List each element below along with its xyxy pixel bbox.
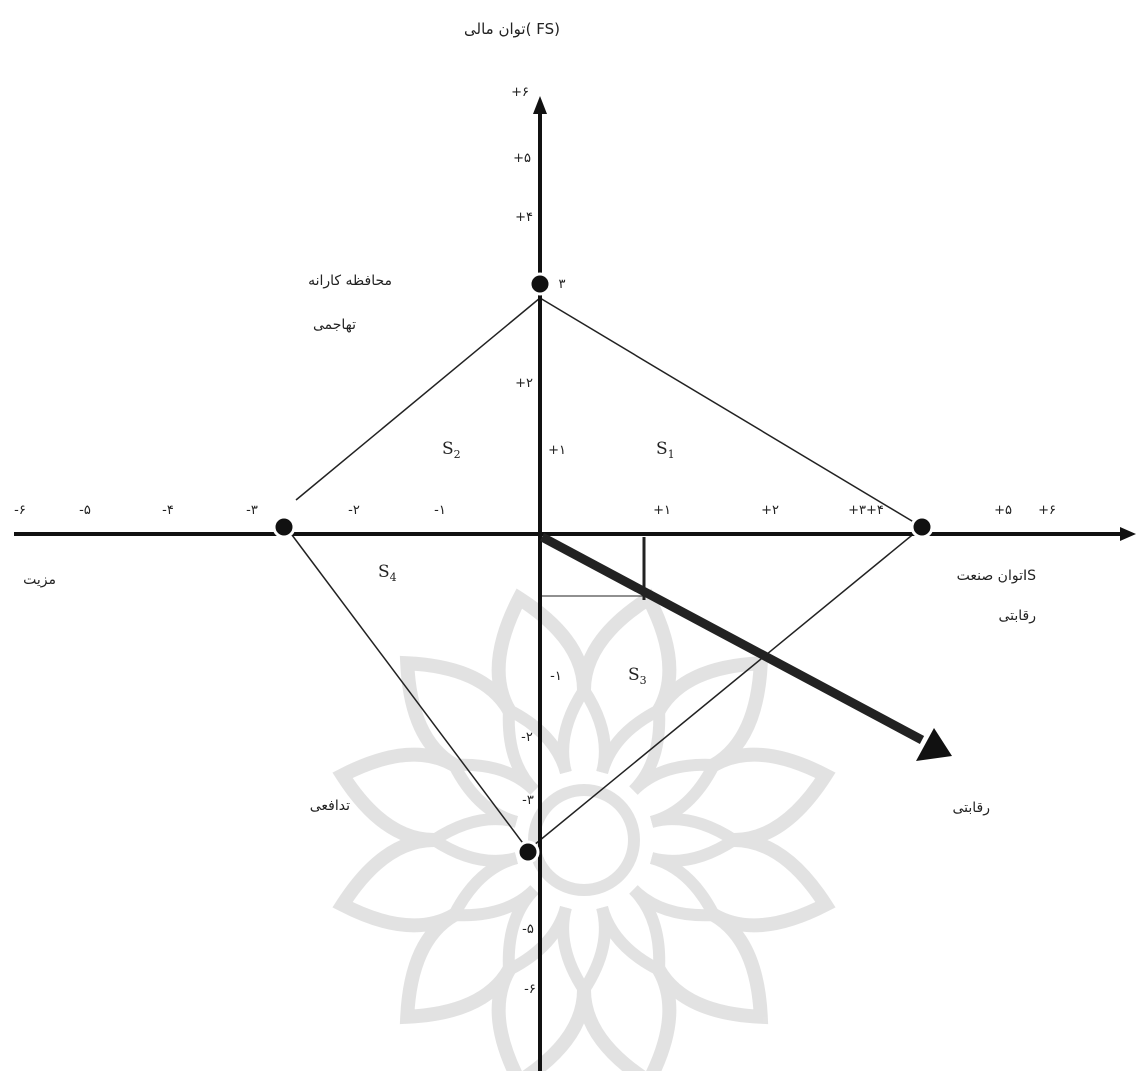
polygon-edge-bottom-left bbox=[285, 526, 529, 851]
polygon-edge-top-right bbox=[539, 297, 923, 528]
vertex-right bbox=[910, 515, 934, 539]
y-tick-p1: +۱ bbox=[548, 443, 566, 458]
x-tick-p2: +۲ bbox=[761, 503, 779, 518]
x-tick-n5: -۵ bbox=[79, 503, 91, 518]
region-s4: S4 bbox=[378, 562, 397, 584]
x-tick-n6: -۶ bbox=[14, 503, 26, 518]
y-tick-n1: -۱ bbox=[550, 669, 562, 684]
svg-text:S4: S4 bbox=[378, 562, 397, 584]
svg-text:S1: S1 bbox=[656, 439, 675, 461]
watermark-petal bbox=[557, 906, 611, 1001]
region-s3-sub: 3 bbox=[640, 674, 647, 687]
watermark-petal bbox=[423, 813, 518, 867]
x-tick-p6: +۶ bbox=[1038, 503, 1056, 518]
y-tick-p2: +۲ bbox=[515, 376, 533, 391]
region-s1-sub: 1 bbox=[668, 448, 675, 461]
x-axis-right-label-2: رقابتی bbox=[998, 608, 1036, 624]
y-tick-n3: -۳ bbox=[522, 793, 534, 808]
zone-conservative-label: محافظه کارانه bbox=[308, 273, 392, 289]
y-tick-n6: -۶ bbox=[524, 982, 536, 997]
x-ticks-positive: +۱ +۲ +۳+۴ +۵ +۶ bbox=[653, 503, 1056, 518]
x-tick-n4: -۴ bbox=[162, 503, 174, 518]
zone-defensive-label: تدافعی bbox=[310, 798, 350, 814]
watermark-center bbox=[528, 784, 640, 896]
strategy-polygon bbox=[285, 297, 923, 851]
svg-text:S2: S2 bbox=[442, 439, 461, 461]
watermark-petal bbox=[650, 813, 745, 867]
vertex-top bbox=[528, 272, 552, 296]
x-tick-p1: +۱ bbox=[653, 503, 671, 518]
x-tick-n3: -۳ bbox=[246, 503, 258, 518]
watermark-rosette bbox=[332, 588, 836, 1071]
x-axis-arrowhead bbox=[1120, 527, 1136, 541]
y-tick-p5: +۵ bbox=[513, 151, 531, 166]
axes bbox=[14, 96, 1136, 1071]
watermark-petal bbox=[332, 833, 458, 933]
y-tick-p4: +۴ bbox=[515, 210, 533, 225]
watermark-petal bbox=[577, 588, 677, 714]
x-tick-n1: -۱ bbox=[434, 503, 446, 518]
direction-vector bbox=[539, 533, 952, 761]
y-tick-n2: -۲ bbox=[521, 730, 533, 745]
watermark-petal bbox=[652, 908, 769, 1025]
region-s3-letter: S bbox=[628, 665, 640, 685]
y-axis-arrowhead bbox=[533, 96, 547, 114]
direction-vector-head bbox=[916, 728, 952, 761]
region-s3: S3 bbox=[628, 665, 647, 687]
y-ticks-negative: -۱ -۲ -۳ -۵ -۶ bbox=[521, 669, 562, 997]
region-s4-letter: S bbox=[378, 562, 390, 582]
watermark-petal bbox=[710, 747, 836, 847]
polygon-edge-right-bottom bbox=[527, 526, 923, 851]
watermark-petal bbox=[491, 966, 591, 1071]
x-tick-n2: -۲ bbox=[348, 503, 360, 518]
watermark-petal bbox=[652, 655, 769, 772]
x-tick-p5: +۵ bbox=[994, 503, 1012, 518]
vertex-top-value: ۳ bbox=[559, 277, 566, 292]
x-ticks-negative: -۶ -۵ -۴ -۳ -۲ -۱ bbox=[14, 503, 446, 518]
watermark-petal bbox=[491, 588, 591, 714]
region-s1: S1 bbox=[656, 439, 675, 461]
zone-aggressive-label: تهاجمی bbox=[313, 317, 356, 333]
watermark-petal bbox=[399, 908, 516, 1025]
watermark-petal bbox=[399, 655, 516, 772]
svg-text:S3: S3 bbox=[628, 665, 647, 687]
watermark-petal bbox=[332, 747, 458, 847]
region-s1-letter: S bbox=[656, 439, 668, 459]
y-axis-title: توان مالی( FS) bbox=[464, 20, 560, 38]
x-axis-left-label: مزیت bbox=[23, 572, 56, 588]
zone-competitive-label: رقابتی bbox=[952, 800, 990, 816]
direction-vector-shaft bbox=[539, 533, 925, 744]
watermark-petal bbox=[557, 679, 611, 774]
region-s2-letter: S bbox=[442, 439, 454, 459]
region-s2-sub: 2 bbox=[454, 448, 461, 461]
watermark-petal bbox=[710, 833, 836, 933]
x-axis-right-label-1: توان صنعتIS bbox=[957, 568, 1037, 584]
region-s4-sub: 4 bbox=[390, 571, 397, 584]
y-tick-n5: -۵ bbox=[522, 922, 534, 937]
x-tick-p3p4: +۳+۴ bbox=[848, 503, 884, 518]
polygon-edge-left-top bbox=[295, 297, 541, 501]
vertex-left bbox=[272, 515, 296, 539]
vertex-points bbox=[272, 272, 934, 864]
y-ticks-positive: +۶ +۵ +۴ +۲ +۱ bbox=[511, 85, 566, 458]
watermark-petal bbox=[577, 966, 677, 1071]
vertex-bottom bbox=[516, 840, 540, 864]
region-s2: S2 bbox=[442, 439, 461, 461]
y-tick-p6: +۶ bbox=[511, 85, 529, 100]
